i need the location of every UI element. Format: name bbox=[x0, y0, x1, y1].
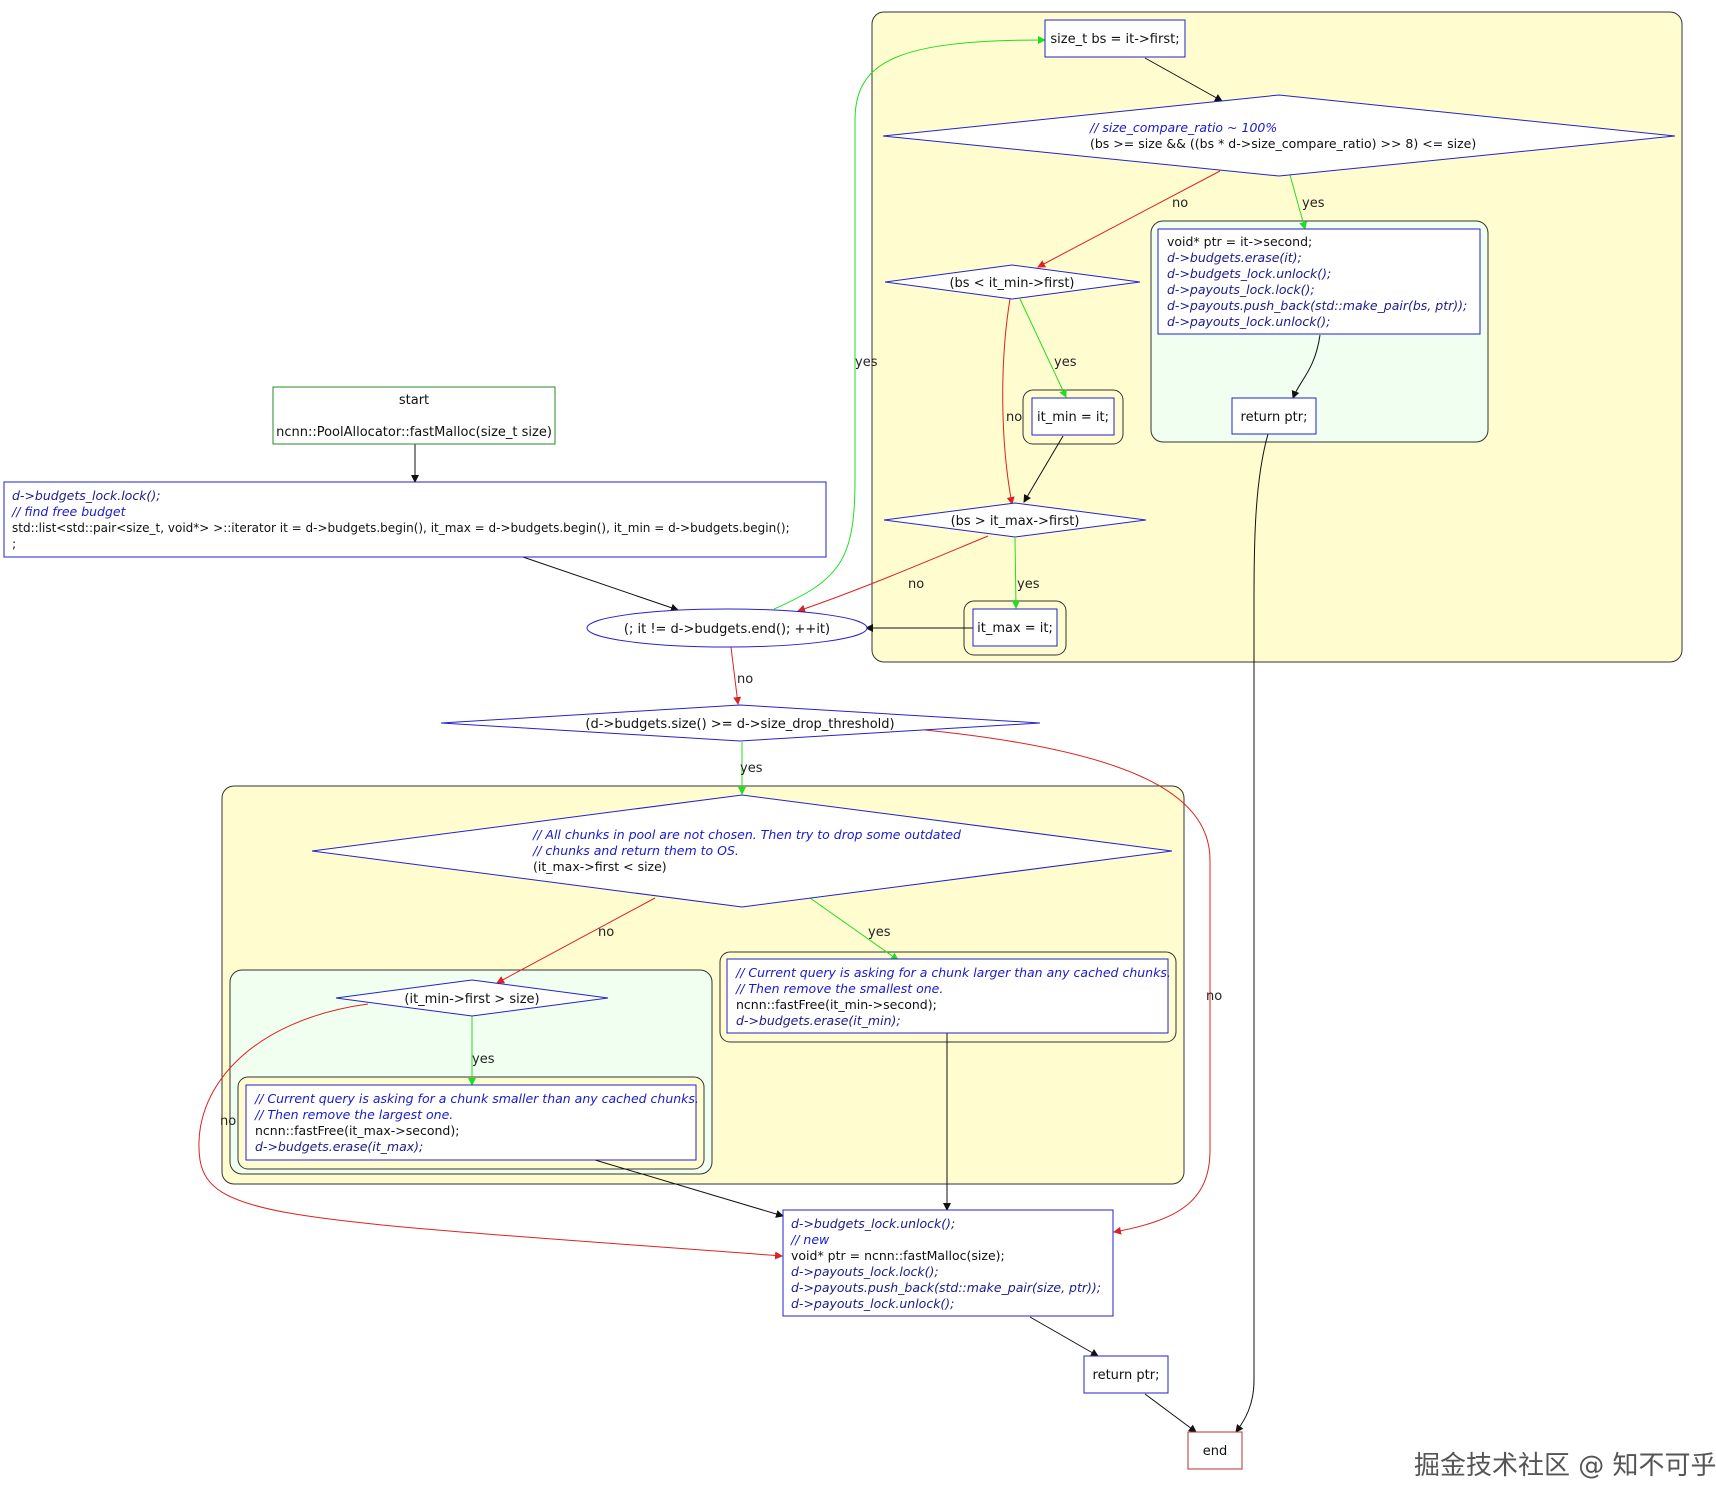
edge-label-no: no bbox=[908, 577, 924, 592]
bs-assign-label: size_t bs = it->first; bbox=[1050, 32, 1179, 47]
loop-node: (; it != d->budgets.end(); ++it) bbox=[586, 608, 868, 648]
ratio-comment: // size_compare_ratio ~ 100% bbox=[1089, 120, 1277, 135]
drop-max-free: ncnn::fastFree(it_max->second); bbox=[255, 1123, 459, 1138]
end-node: end bbox=[1187, 1431, 1243, 1470]
min-size-check-label: (it_min->first > size) bbox=[404, 992, 539, 1007]
edge-label-yes: yes bbox=[1054, 355, 1077, 370]
init-line-4: ; bbox=[12, 536, 16, 551]
min-assign-label: it_min = it; bbox=[1037, 410, 1109, 425]
return-found-node: return ptr; bbox=[1231, 397, 1317, 435]
edge-label-no: no bbox=[598, 925, 614, 940]
chunks-comment-1: // All chunks in pool are not chosen. Th… bbox=[532, 827, 961, 842]
drop-max-comment-1: // Current query is asking for a chunk s… bbox=[254, 1091, 699, 1106]
return-found-label: return ptr; bbox=[1241, 410, 1308, 425]
edge-label-yes: yes bbox=[1017, 577, 1040, 592]
found-line-5: d->payouts.push_back(std::make_pair(bs, … bbox=[1167, 298, 1467, 313]
threshold-check-label: (d->budgets.size() >= d->size_drop_thres… bbox=[585, 717, 894, 732]
drop-max-erase: d->budgets.erase(it_max); bbox=[255, 1139, 423, 1154]
watermark: 掘金技术社区 @ 知不可乎 bbox=[1414, 1451, 1716, 1481]
drop-min-comment-2: // Then remove the smallest one. bbox=[735, 981, 943, 996]
max-assign-label: it_max = it; bbox=[977, 621, 1053, 636]
threshold-check-node: (d->budgets.size() >= d->size_drop_thres… bbox=[440, 704, 1041, 742]
edge-label-yes: yes bbox=[1302, 196, 1325, 211]
init-line-1: d->budgets_lock.lock(); bbox=[12, 488, 160, 503]
alloc-line-2: // new bbox=[790, 1232, 830, 1247]
found-line-4: d->payouts_lock.lock(); bbox=[1167, 282, 1315, 297]
alloc-line-3: void* ptr = ncnn::fastMalloc(size); bbox=[791, 1248, 1005, 1263]
min-assign-node: it_min = it; bbox=[1031, 397, 1115, 436]
found-line-1: void* ptr = it->second; bbox=[1167, 234, 1312, 249]
max-assign-node: it_max = it; bbox=[972, 608, 1058, 647]
found-line-6: d->payouts_lock.unlock(); bbox=[1167, 314, 1330, 329]
found-line-3: d->budgets_lock.unlock(); bbox=[1167, 266, 1331, 281]
chunks-condition: (it_max->first < size) bbox=[533, 859, 667, 874]
drop-max-node: // Current query is asking for a chunk s… bbox=[245, 1084, 699, 1161]
edge-label-yes: yes bbox=[855, 355, 878, 370]
start-label: start bbox=[399, 393, 429, 408]
end-label: end bbox=[1203, 1444, 1228, 1459]
alloc-line-5: d->payouts.push_back(std::make_pair(size… bbox=[791, 1280, 1101, 1295]
edge-label-yes: yes bbox=[472, 1052, 495, 1067]
chunks-comment-2: // chunks and return them to OS. bbox=[532, 843, 739, 858]
start-node: start ncnn::PoolAllocator::fastMalloc(si… bbox=[272, 386, 556, 445]
ratio-condition: (bs >= size && ((bs * d->size_compare_ra… bbox=[1090, 136, 1476, 151]
alloc-line-1: d->budgets_lock.unlock(); bbox=[791, 1216, 955, 1231]
edge-label-yes: yes bbox=[868, 925, 891, 940]
min-check-node: (bs < it_min->first) bbox=[884, 264, 1141, 300]
alloc-line-6: d->payouts_lock.unlock(); bbox=[791, 1296, 954, 1311]
edge-label-no: no bbox=[737, 672, 753, 687]
init-line-2: // find free budget bbox=[11, 504, 127, 519]
ratio-check-node: // size_compare_ratio ~ 100% (bs >= size… bbox=[882, 94, 1676, 177]
found-line-2: d->budgets.erase(it); bbox=[1167, 250, 1302, 265]
drop-min-erase: d->budgets.erase(it_min); bbox=[736, 1013, 901, 1028]
drop-min-free: ncnn::fastFree(it_min->second); bbox=[736, 997, 937, 1012]
edge-label-no: no bbox=[1172, 196, 1188, 211]
alloc-line-4: d->payouts_lock.lock(); bbox=[791, 1264, 939, 1279]
edge-label-no: no bbox=[1206, 989, 1222, 1004]
bs-assign-node: size_t bs = it->first; bbox=[1044, 19, 1186, 58]
return-new-label: return ptr; bbox=[1093, 1368, 1160, 1383]
drop-min-node: // Current query is asking for a chunk l… bbox=[726, 958, 1171, 1034]
max-check-label: (bs > it_max->first) bbox=[951, 514, 1080, 529]
edge-label-yes: yes bbox=[740, 761, 763, 776]
edge-label-no: no bbox=[220, 1114, 236, 1129]
chunks-check-node: // All chunks in pool are not chosen. Th… bbox=[311, 794, 1173, 908]
return-new-node: return ptr; bbox=[1083, 1355, 1169, 1394]
drop-min-comment-1: // Current query is asking for a chunk l… bbox=[735, 965, 1171, 980]
init-node: d->budgets_lock.lock(); // find free bud… bbox=[3, 481, 827, 558]
found-node: void* ptr = it->second; d->budgets.erase… bbox=[1157, 228, 1481, 335]
start-signature: ncnn::PoolAllocator::fastMalloc(size_t s… bbox=[276, 425, 552, 440]
max-check-node: (bs > it_max->first) bbox=[883, 502, 1147, 538]
alloc-node: d->budgets_lock.unlock(); // new void* p… bbox=[782, 1209, 1114, 1317]
init-line-3: std::list<std::pair<size_t, void*> >::it… bbox=[12, 521, 790, 535]
drop-max-comment-2: // Then remove the largest one. bbox=[254, 1107, 453, 1122]
loop-label: (; it != d->budgets.end(); ++it) bbox=[624, 622, 830, 637]
edge-label-no: no bbox=[1006, 410, 1022, 425]
min-size-check-node: (it_min->first > size) bbox=[335, 979, 609, 1017]
min-check-label: (bs < it_min->first) bbox=[949, 276, 1074, 291]
